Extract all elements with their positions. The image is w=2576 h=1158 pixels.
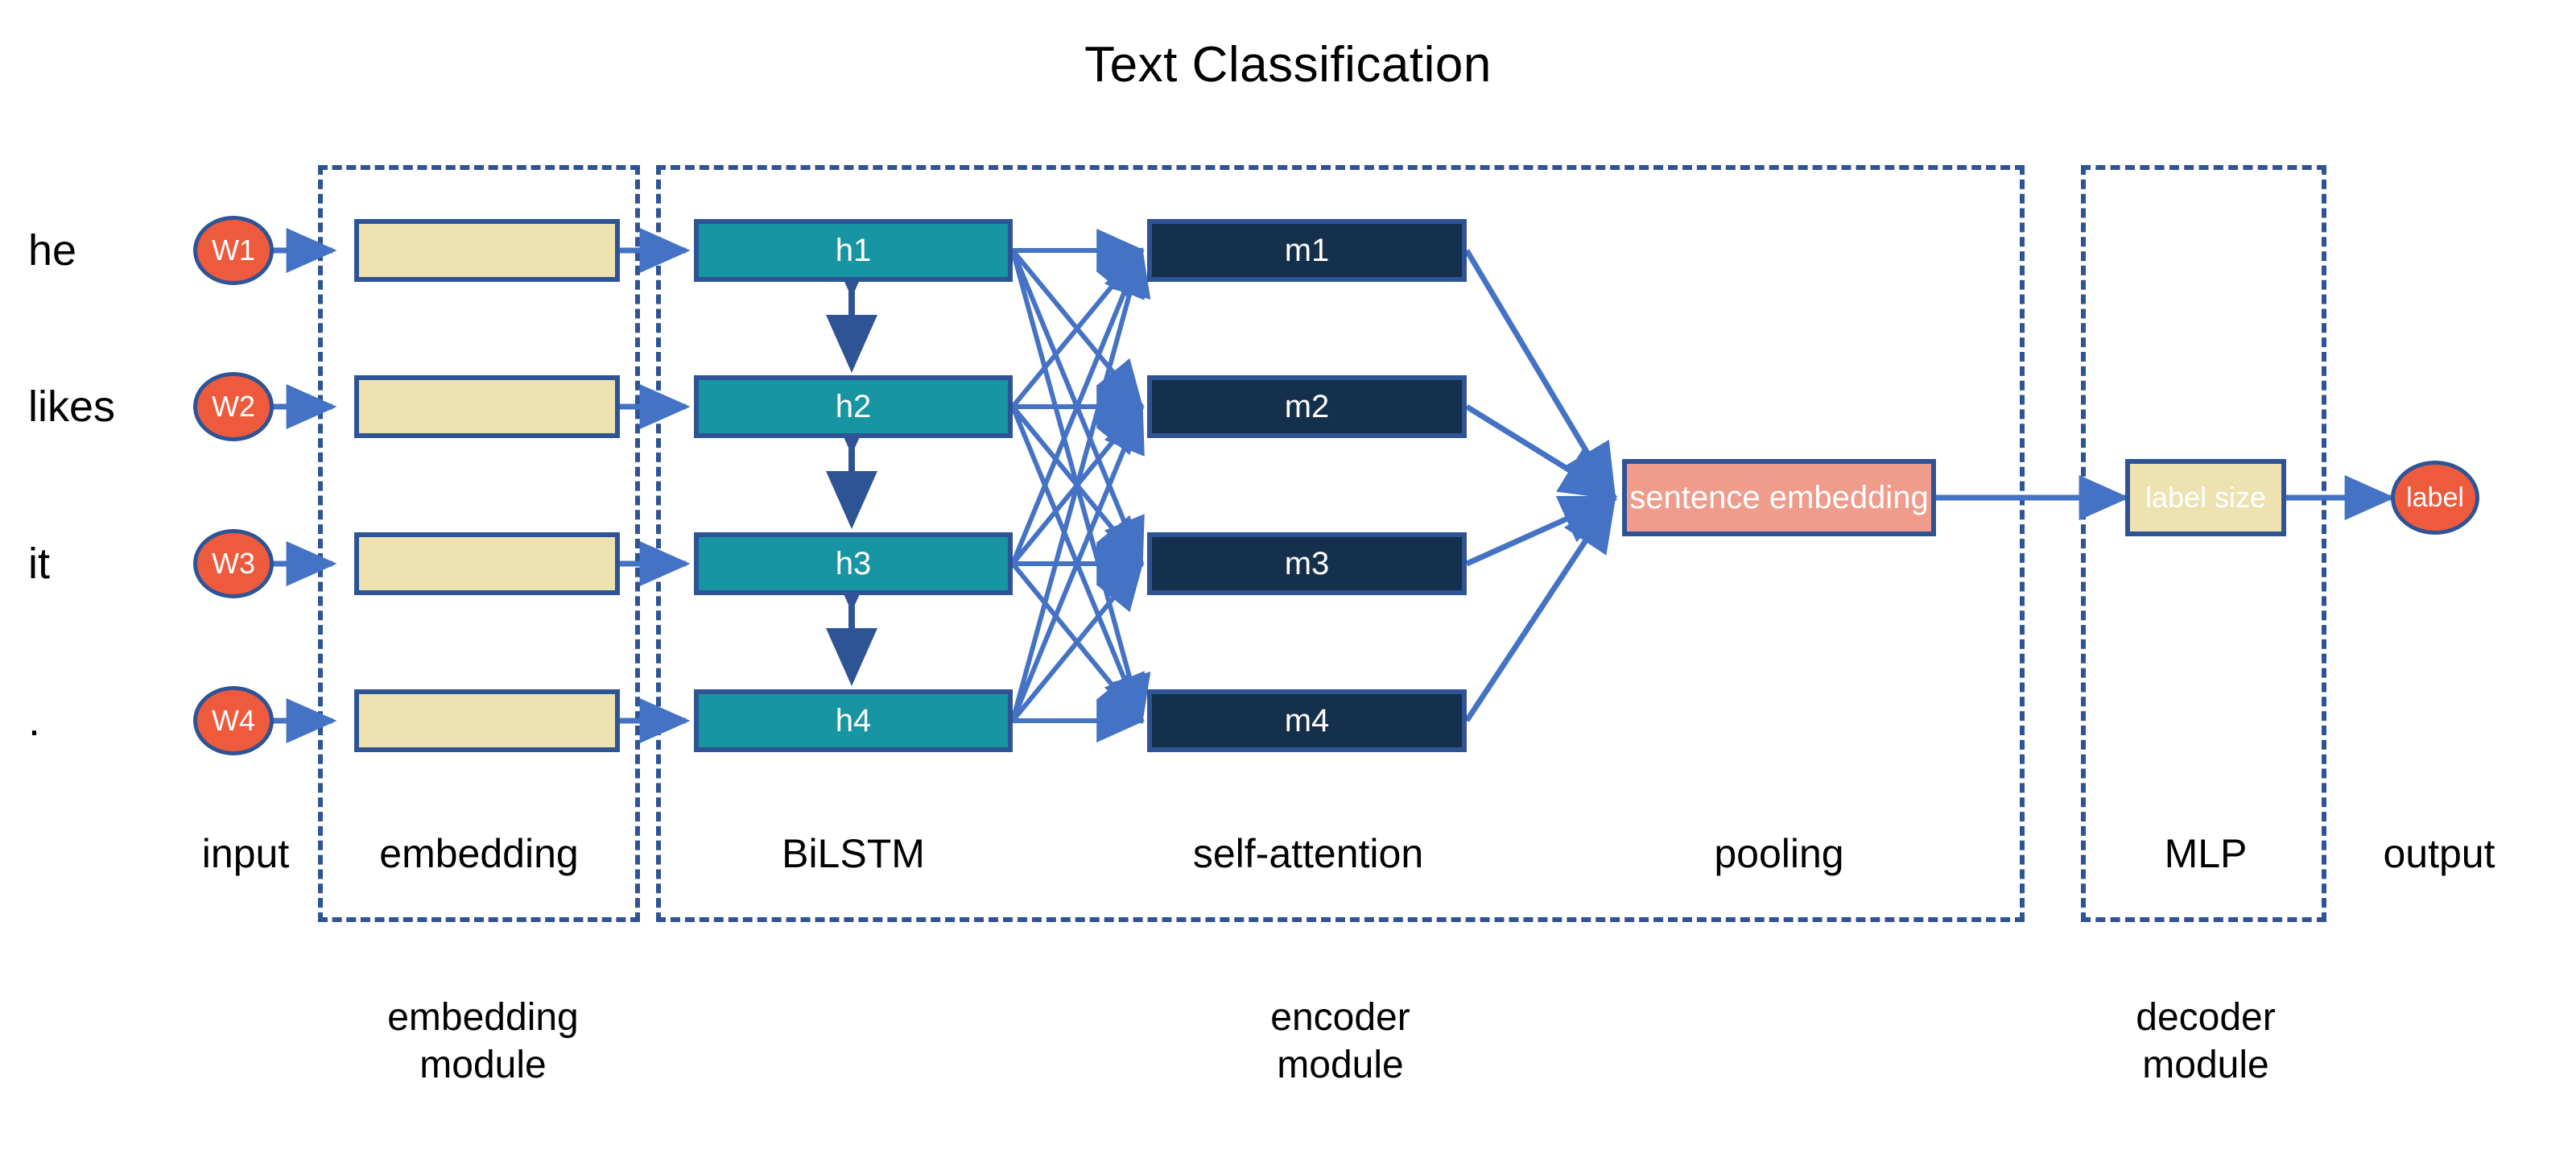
embedding-box-1[interactable] [354, 375, 620, 438]
stage-label-mlp: MLP [2164, 831, 2248, 876]
stage-label-input: input [201, 831, 290, 876]
module-caption-embedding-line1: embedding [387, 996, 579, 1039]
embedding-box-0[interactable] [354, 219, 620, 282]
bilstm-box-h2[interactable]: h2 [694, 375, 1013, 438]
page-title: Text Classification [1084, 37, 1492, 93]
attention-box-m4[interactable]: m4 [1147, 689, 1467, 752]
token-node-w2[interactable]: W2 [193, 372, 274, 441]
token-node-w1[interactable]: W1 [193, 216, 274, 285]
bilstm-box-h1[interactable]: h1 [694, 219, 1013, 282]
stage-label-embedding: embedding [379, 831, 579, 876]
stage-label-output: output [2383, 831, 2496, 876]
attention-box-m2[interactable]: m2 [1147, 375, 1467, 438]
output-label-node[interactable]: label [2391, 461, 2479, 535]
stage-label-self-attention: self-attention [1192, 831, 1424, 876]
attention-box-m3[interactable]: m3 [1147, 532, 1467, 595]
stage-label-pooling: pooling [1714, 831, 1844, 876]
embedding-box-3[interactable] [354, 689, 620, 752]
module-caption-decoder-line2: module [2142, 1043, 2269, 1086]
module-caption-encoder-line2: module [1277, 1043, 1404, 1086]
input-word-0: he [28, 226, 77, 275]
module-caption-embedding: embedding module [322, 995, 644, 1089]
module-caption-embedding-line2: module [419, 1043, 547, 1086]
input-word-2: it [28, 540, 50, 588]
attention-box-m1[interactable]: m1 [1147, 219, 1467, 282]
label-size-box[interactable]: label size [2125, 459, 2286, 536]
stage-label-bilstm: BiLSTM [782, 831, 925, 876]
sentence-embedding-box[interactable]: sentence embedding [1622, 459, 1936, 536]
bilstm-box-h3[interactable]: h3 [694, 532, 1013, 595]
module-caption-decoder-line1: decoder [2136, 996, 2276, 1039]
decoder-module-frame [2081, 165, 2326, 922]
token-node-w3[interactable]: W3 [193, 529, 274, 598]
input-word-3: . [28, 697, 41, 745]
module-caption-encoder-line1: encoder [1270, 996, 1410, 1039]
module-caption-decoder: decoder module [2045, 995, 2367, 1089]
token-node-w4[interactable]: W4 [193, 686, 274, 755]
input-word-1: likes [28, 383, 116, 431]
embedding-box-2[interactable] [354, 532, 620, 595]
module-caption-encoder: encoder module [1179, 995, 1501, 1089]
bilstm-box-h4[interactable]: h4 [694, 689, 1013, 752]
